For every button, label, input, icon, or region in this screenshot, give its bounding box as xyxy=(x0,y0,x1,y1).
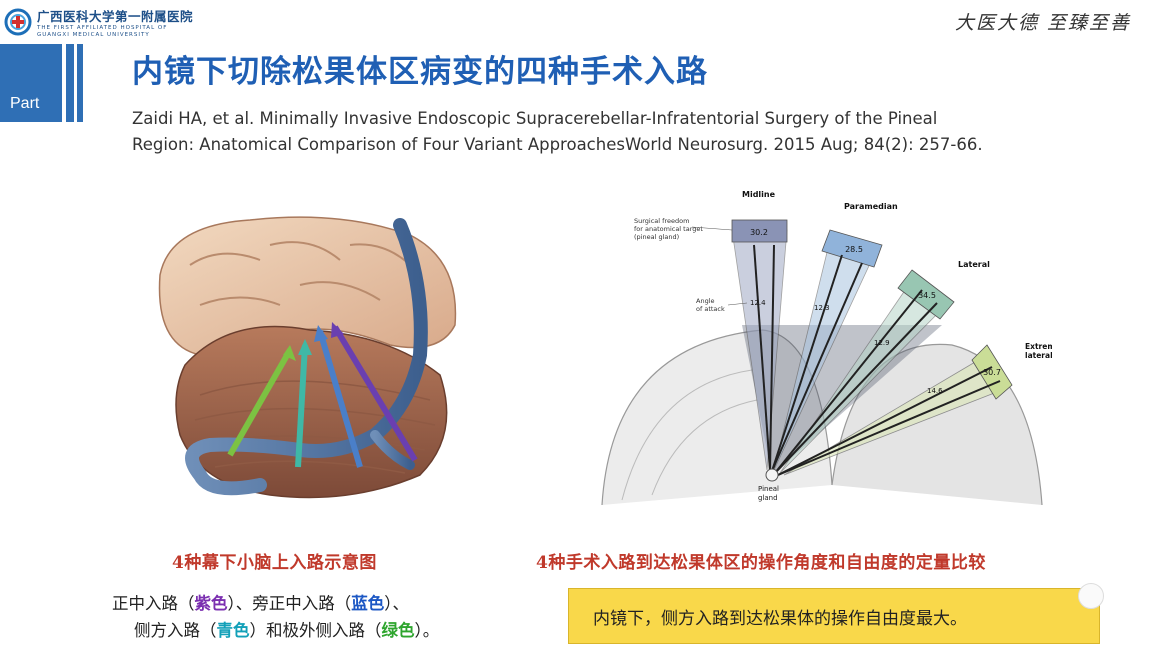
legend-text: ）、 xyxy=(384,594,409,613)
part-label: Part xyxy=(10,95,40,112)
pineal-label-2: gland xyxy=(758,494,778,502)
part-bar xyxy=(77,44,83,122)
logo-text: 广西医科大学第一附属医院 THE FIRST AFFILIATED HOSPIT… xyxy=(37,6,193,38)
approach-arrow-blue xyxy=(317,330,363,468)
approach-arrow-cyan xyxy=(295,344,308,468)
paramedian-angle-value: 12.3 xyxy=(814,304,830,312)
citation-line-1: Zaidi HA, et al. Minimally Invasive Endo… xyxy=(132,109,938,128)
legend-text: ）、旁正中入路（ xyxy=(227,594,352,613)
lateral-label: Lateral xyxy=(958,260,990,269)
legend-text: ）。 xyxy=(414,621,440,640)
caption-left: 4种幕下小脑上入路示意图 xyxy=(172,553,377,573)
legend-cyan: 青色 xyxy=(216,621,250,640)
extreme-angle-value: 14.6 xyxy=(927,387,943,395)
approach-arrow-green xyxy=(227,348,293,457)
paramedian-freedom-value: 28.5 xyxy=(845,245,863,254)
legend-text: 侧方入路（ xyxy=(134,621,217,640)
hospital-name-cn: 广西医科大学第一附属医院 xyxy=(37,9,194,24)
legend-line-1: 正中入路（紫色）、旁正中入路（蓝色）、 xyxy=(112,590,439,617)
midline-angle-value: 12.4 xyxy=(750,299,766,307)
extreme-lateral-label-1: Extreme xyxy=(1025,342,1052,351)
angle-note-2: of attack xyxy=(696,305,725,313)
pineal-label-1: Pineal xyxy=(758,485,779,493)
legend-text: 正中入路（ xyxy=(112,594,195,613)
lateral-freedom-value: 34.5 xyxy=(918,291,936,300)
hospital-name-en-2: GUANGXI MEDICAL UNIVERSITY xyxy=(37,31,150,38)
hospital-logo: 广西医科大学第一附属医院 THE FIRST AFFILIATED HOSPIT… xyxy=(4,6,193,38)
paramedian-label: Paramedian xyxy=(844,202,898,211)
citation-line-2: Region: Anatomical Comparison of Four Va… xyxy=(132,135,983,154)
hospital-emblem-icon xyxy=(4,8,32,36)
midline-freedom-value: 30.2 xyxy=(750,228,768,237)
angle-note-1: Angle xyxy=(696,297,715,305)
legend-green: 绿色 xyxy=(381,621,415,640)
approach-legend: 正中入路（紫色）、旁正中入路（蓝色）、 侧方入路（青色）和极外侧入路（绿色）。 xyxy=(112,590,439,644)
approach-arrow-purple xyxy=(332,325,418,462)
hospital-motto: 大医大德 至臻至善 xyxy=(954,12,1131,34)
part-bar xyxy=(66,44,74,122)
extreme-freedom-value: 30.7 xyxy=(983,368,1001,377)
extreme-lateral-label-2: lateral xyxy=(1025,351,1052,360)
midline-label: Midline xyxy=(742,190,776,199)
legend-blue: 蓝色 xyxy=(351,594,385,613)
legend-purple: 紫色 xyxy=(194,594,228,613)
legend-text: ）和极外侧入路（ xyxy=(249,621,382,640)
brain-approach-illustration xyxy=(158,216,457,499)
legend-line-2: 侧方入路（青色）和极外侧入路（绿色）。 xyxy=(112,617,439,644)
citation: Zaidi HA, et al. Minimally Invasive Endo… xyxy=(132,106,1092,158)
lateral-angle-value: 12.9 xyxy=(874,339,890,347)
freedom-note-3: (pineal gland) xyxy=(634,233,679,241)
watermark-circle xyxy=(1078,583,1104,609)
freedom-note-1: Surgical freedom xyxy=(634,217,689,225)
caption-right: 4种手术入路到达松果体区的操作角度和自由度的定量比较 xyxy=(536,553,986,573)
surgical-angle-diagram: 30.2 28.5 34.5 30.7 12.4 12.3 12.9 14.6 … xyxy=(601,190,1052,506)
conclusion-box: 内镜下，侧方入路到达松果体的操作自由度最大。 xyxy=(568,588,1100,644)
part-block xyxy=(0,44,62,122)
freedom-note-2: for anatomical target xyxy=(634,225,703,233)
slide-title: 内镜下切除松果体区病变的四种手术入路 xyxy=(132,54,708,90)
hospital-name-en-1: THE FIRST AFFILIATED HOSPITAL OF xyxy=(37,25,168,31)
